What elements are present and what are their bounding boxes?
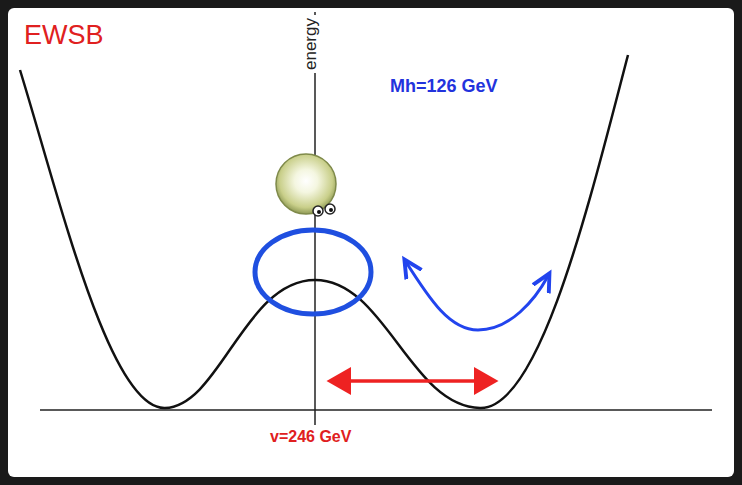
- ball-eye: [325, 204, 335, 214]
- potential-curve: [20, 55, 628, 408]
- vev-arrow: [330, 379, 495, 383]
- title-label: EWSB: [24, 20, 104, 51]
- curvature-ellipse: [255, 230, 371, 314]
- vev-label: v=246 GeV: [270, 428, 351, 446]
- oscillation-arrow: [406, 262, 548, 330]
- ball-eye: [313, 206, 323, 216]
- baseline: [40, 409, 712, 411]
- axis-label: energy: [301, 15, 321, 73]
- slide-panel: [8, 8, 734, 477]
- mass-label: Mh=126 GeV: [390, 76, 498, 97]
- higgs-ball: [276, 154, 336, 214]
- energy-axis: [314, 12, 316, 425]
